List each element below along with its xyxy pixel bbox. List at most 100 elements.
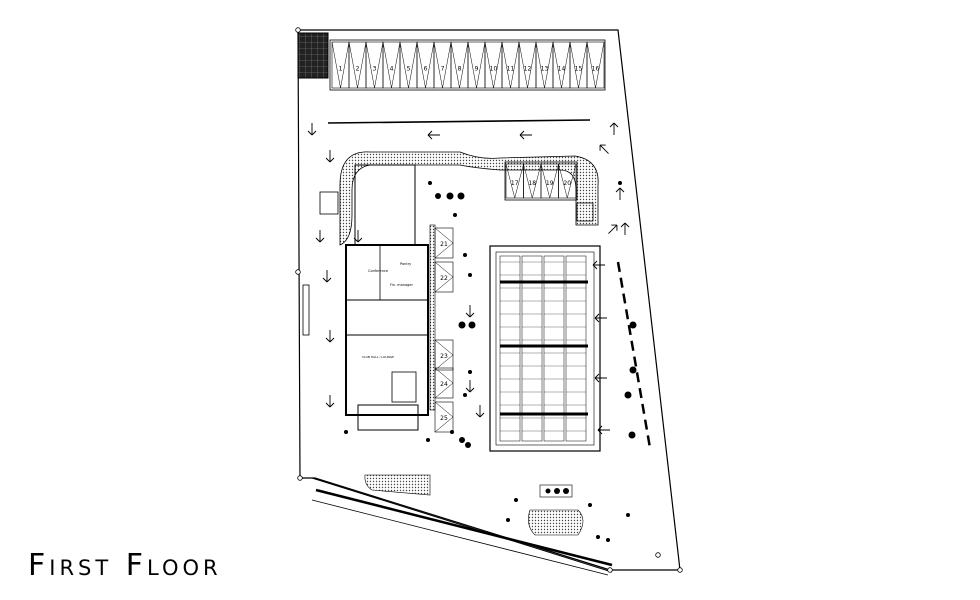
stall-number: 14 xyxy=(558,66,566,73)
fixture-dot xyxy=(428,181,432,185)
stall-number: 19 xyxy=(546,180,554,187)
stall-marking xyxy=(540,163,559,199)
direction-arrow xyxy=(325,150,335,163)
stall-marking xyxy=(518,41,537,89)
direction-arrow xyxy=(597,425,610,435)
stall-marking xyxy=(433,41,452,89)
fixture-dot xyxy=(506,518,510,522)
stall-marking xyxy=(331,41,350,89)
stall-marking xyxy=(434,339,454,371)
stair-block xyxy=(391,371,417,403)
direction-arrow xyxy=(620,222,630,235)
canopy-bay xyxy=(565,255,587,442)
boundary-post xyxy=(297,475,303,481)
fixture-dot xyxy=(468,273,472,277)
direction-arrow xyxy=(465,305,475,318)
traffic-arrows xyxy=(307,122,630,435)
fixture-dot xyxy=(450,430,454,434)
fixture-dot xyxy=(563,488,569,494)
fixture-dot xyxy=(446,192,454,200)
stall-marking xyxy=(434,261,454,293)
courtyard-structure xyxy=(499,255,588,442)
stall-number: 23 xyxy=(440,353,448,360)
road-edge-outer xyxy=(311,499,609,576)
stall-marking xyxy=(586,41,605,89)
light-fixture-box xyxy=(539,484,573,498)
stall-marking xyxy=(450,41,469,89)
boundary-posts xyxy=(295,27,683,573)
fixture-dot xyxy=(463,253,467,257)
top-parking-strip xyxy=(329,39,606,91)
fixture-dot xyxy=(468,370,472,374)
gate-post xyxy=(302,284,310,336)
canopy-bay xyxy=(499,255,521,442)
stall-number: 18 xyxy=(528,180,536,187)
building-core xyxy=(345,244,429,416)
stall-number: 1 xyxy=(339,66,343,73)
stall-marking xyxy=(382,41,401,89)
boundary-post xyxy=(677,567,683,573)
fixture-dot xyxy=(459,437,465,443)
ramp-strip xyxy=(429,224,436,411)
stall-number: 13 xyxy=(541,66,549,73)
stall-marking xyxy=(484,41,503,89)
south-annex xyxy=(357,404,419,431)
stall-number: 25 xyxy=(440,415,448,422)
room-label-manager: Fin. manager xyxy=(390,283,413,287)
stall-number: 11 xyxy=(507,66,515,73)
fixture-dot xyxy=(435,193,441,199)
stall-marking xyxy=(552,41,571,89)
direction-arrow xyxy=(307,123,317,136)
room-label-club: CLUB HALL / LOUNGE xyxy=(362,355,394,359)
direction-arrow xyxy=(325,330,335,343)
fixture-dot xyxy=(554,488,560,494)
stall-number: 9 xyxy=(475,66,479,73)
stall-marking xyxy=(558,163,577,199)
stall-number: 2 xyxy=(356,66,360,73)
mid-parking-block xyxy=(504,161,578,201)
fixture-dot xyxy=(458,321,466,329)
stall-number: 16 xyxy=(592,66,600,73)
direction-arrow xyxy=(353,230,363,243)
stall-marking xyxy=(416,41,435,89)
light-fixtures xyxy=(344,181,637,542)
direction-arrow xyxy=(519,130,532,140)
dashed-fence xyxy=(616,261,652,449)
boundary-post xyxy=(607,567,613,573)
direction-arrow xyxy=(608,224,618,234)
landscape-patch xyxy=(528,509,584,536)
direction-arrow xyxy=(465,380,475,393)
road-edge-inner xyxy=(315,488,613,567)
stall-number: 3 xyxy=(373,66,377,73)
canopy-bay xyxy=(543,255,565,442)
stall-number: 15 xyxy=(575,66,583,73)
stall-marking xyxy=(501,41,520,89)
stall-marking xyxy=(365,41,384,89)
canopy-bay xyxy=(521,255,543,442)
stall-number: 21 xyxy=(440,241,448,248)
stall-marking xyxy=(523,163,542,199)
fixture-dot xyxy=(624,391,632,399)
stall-number: 17 xyxy=(511,180,519,187)
direction-arrow xyxy=(427,130,440,140)
stall-number: 22 xyxy=(440,275,448,282)
side-box xyxy=(319,191,339,215)
stall-number: 20 xyxy=(563,180,571,187)
guide-line xyxy=(327,119,591,124)
stall-number: 4 xyxy=(390,66,394,73)
courtyard-inner xyxy=(495,251,595,446)
direction-arrow xyxy=(475,405,485,418)
stall-marking xyxy=(434,401,454,433)
stall-number: 6 xyxy=(424,66,428,73)
fixture-dot xyxy=(629,321,637,329)
stall-marking xyxy=(348,41,367,89)
room-label-conference: Conference xyxy=(368,269,388,273)
direction-arrow xyxy=(592,260,605,270)
road-edge xyxy=(311,477,613,573)
boundary-post xyxy=(655,552,661,558)
stall-number: 5 xyxy=(407,66,411,73)
fixture-dot xyxy=(463,393,467,397)
boundary-post xyxy=(295,27,301,33)
